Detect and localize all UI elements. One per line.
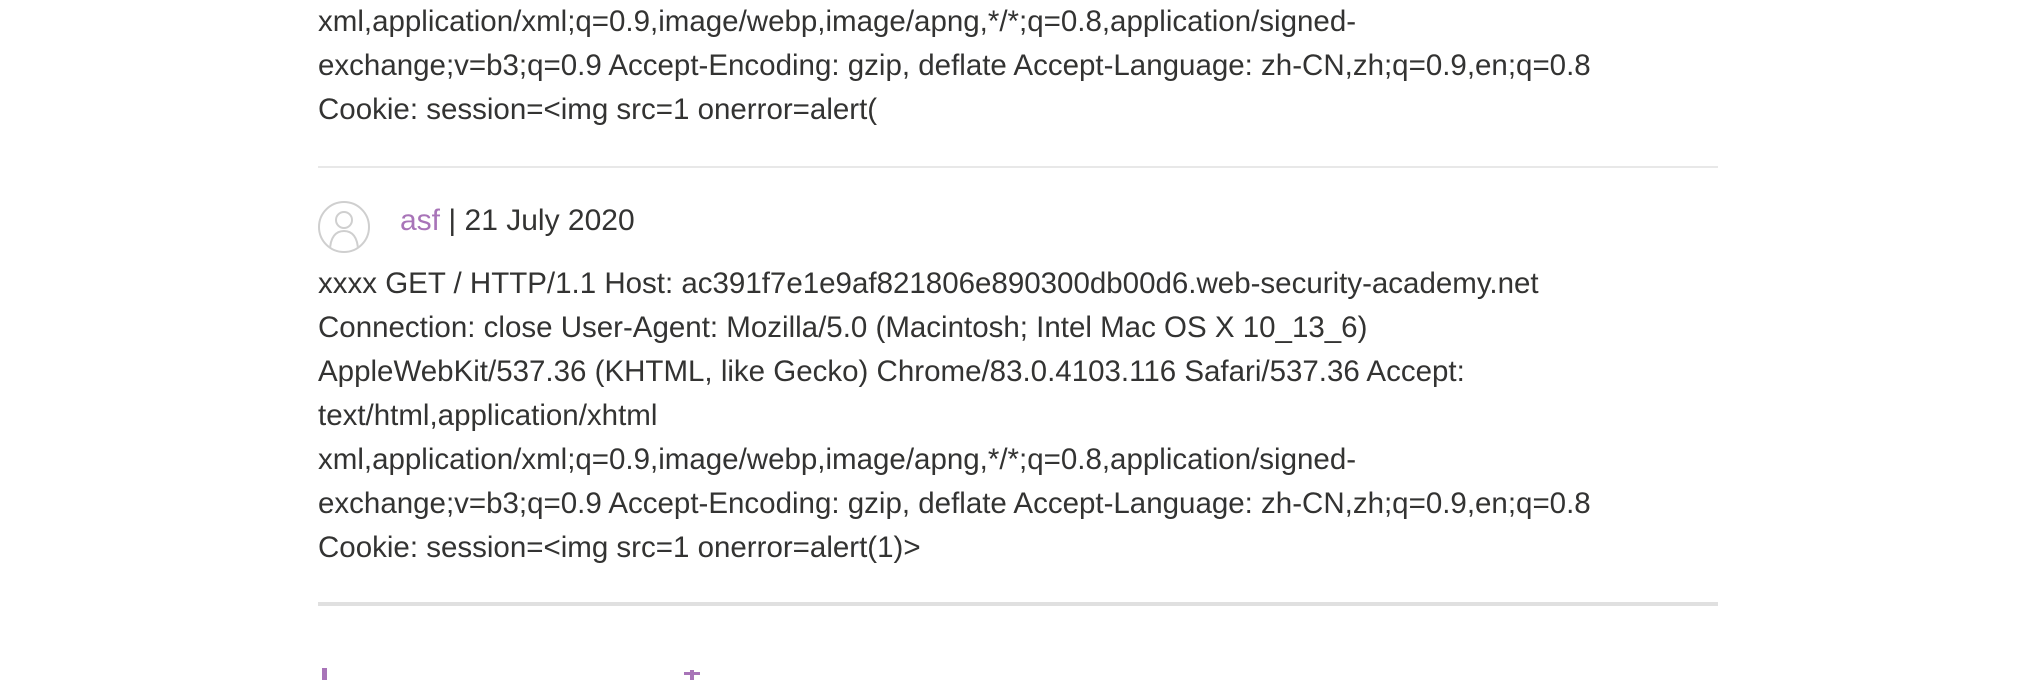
heading-glyph-fragment	[690, 670, 694, 680]
comment-header: asf | 21 July 2020	[318, 200, 635, 254]
comment-line: xml,application/xml;q=0.9,image/webp,ima…	[318, 5, 1357, 38]
user-avatar-icon	[318, 201, 370, 253]
comment-line: AppleWebKit/537.36 (KHTML, like Gecko) C…	[318, 355, 1465, 388]
meta-separator: |	[448, 204, 457, 237]
comment-divider	[318, 166, 1718, 168]
comment-line: xml,application/xml;q=0.9,image/webp,ima…	[318, 443, 1357, 476]
section-divider	[318, 602, 1718, 606]
comment-line: Cookie: session=<img src=1 onerror=alert…	[318, 531, 921, 564]
comment-line: Connection: close User-Agent: Mozilla/5.…	[318, 311, 1368, 344]
heading-glyph-fragment	[684, 672, 700, 675]
comment-line: xxxx GET / HTTP/1.1 Host: ac391f7e1e9af8…	[318, 267, 1539, 300]
comment-line: text/html,application/xhtml	[318, 399, 658, 432]
comment-meta: asf | 21 July 2020	[400, 199, 635, 243]
comment-line: exchange;v=b3;q=0.9 Accept-Encoding: gzi…	[318, 49, 1591, 82]
heading-glyph-fragment	[322, 668, 327, 680]
comment-line: Cookie: session=<img src=1 onerror=alert…	[318, 93, 878, 126]
previous-comment-body: xml,application/xml;q=0.9,image/webp,ima…	[318, 0, 1591, 132]
cut-off-heading	[318, 660, 778, 680]
comment-line: exchange;v=b3;q=0.9 Accept-Encoding: gzi…	[318, 487, 1591, 520]
comment-date: 21 July 2020	[464, 204, 635, 237]
comment-author: asf	[400, 204, 441, 237]
comment-body: xxxx GET / HTTP/1.1 Host: ac391f7e1e9af8…	[318, 262, 1591, 570]
